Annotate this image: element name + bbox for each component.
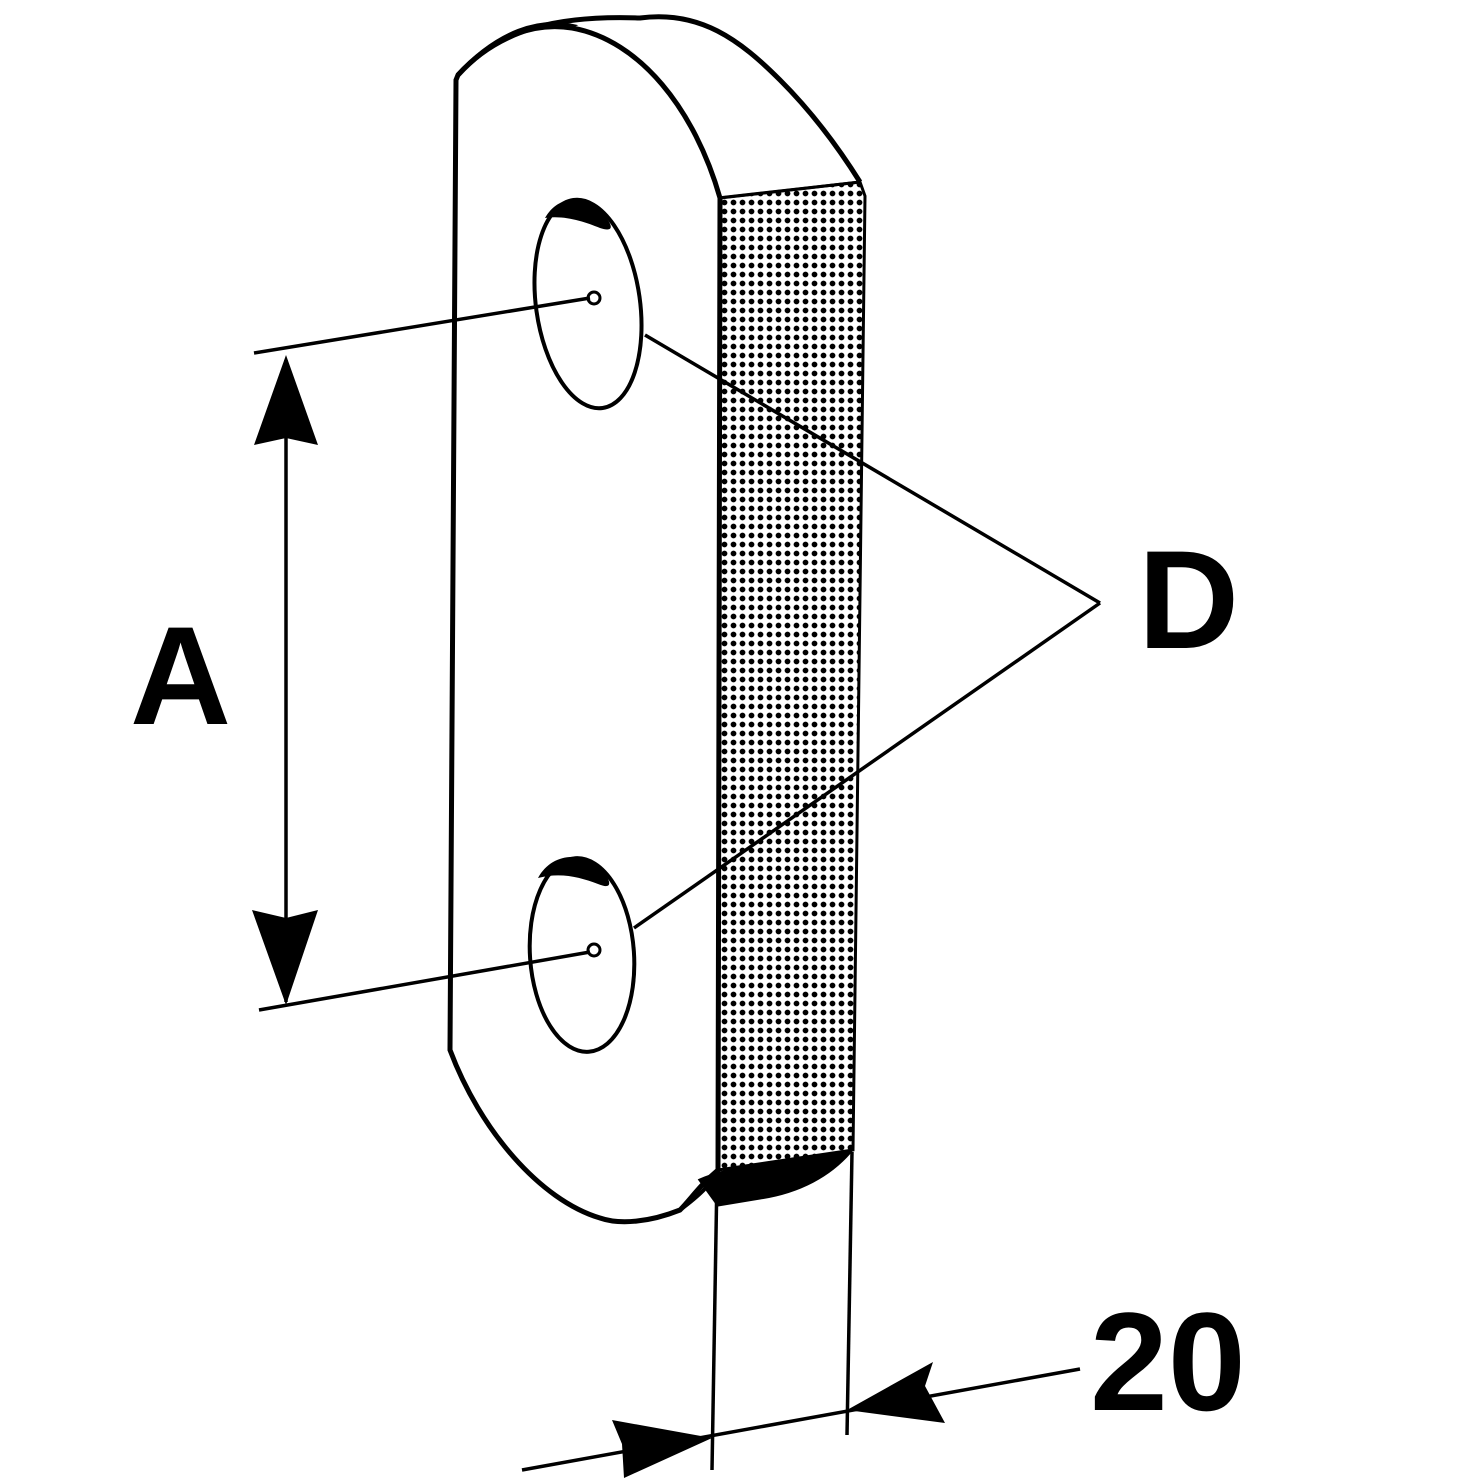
label-d: D: [1138, 521, 1239, 678]
dimension-line-thickness: [521, 1367, 1081, 1472]
plate-outline: [447, 24, 723, 1225]
label-a: A: [130, 597, 231, 754]
label-thickness: 20: [1090, 1283, 1246, 1440]
extension-line-bottom: [258, 950, 591, 1012]
plate-side-face: [710, 180, 867, 1172]
arrow-right-icon: [612, 1420, 712, 1478]
plate-top-inner-edge: [571, 26, 861, 200]
plate-bottom-edge: [697, 1149, 854, 1207]
lower-hole-center: [586, 942, 602, 958]
arrow-up-icon: [254, 355, 318, 445]
lower-hole-shadow: [538, 856, 610, 887]
arrow-left-icon: [847, 1362, 945, 1423]
extension-line-top: [253, 296, 591, 355]
leader-line-lower-hole: [632, 601, 1102, 930]
upper-hole-shadow: [545, 199, 611, 230]
arrow-down-icon: [252, 910, 318, 1005]
extension-line-thickness-right: [845, 1151, 854, 1436]
plate-top-edge: [456, 14, 863, 184]
leader-line-upper-hole: [644, 333, 1101, 605]
extension-line-thickness-left: [710, 1174, 719, 1471]
